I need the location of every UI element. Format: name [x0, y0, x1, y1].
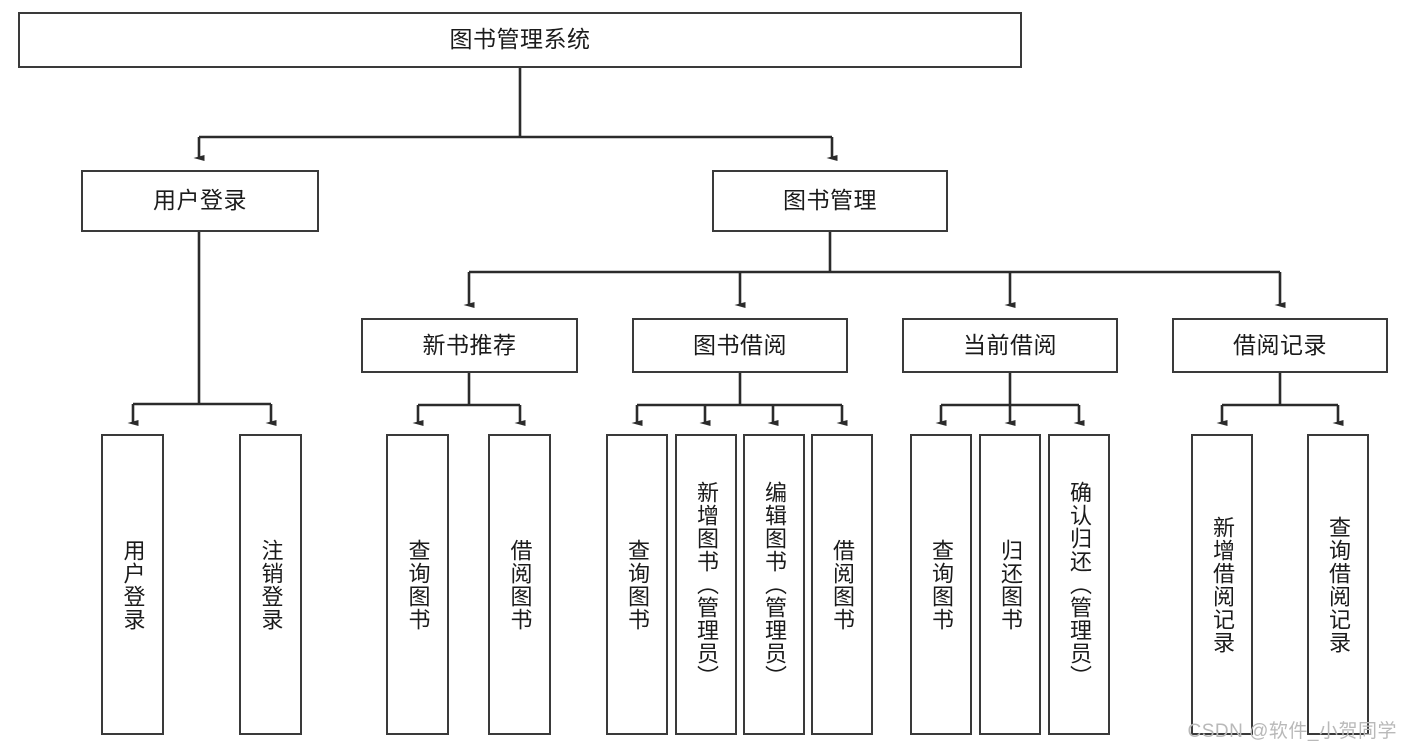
- node-label: 归还图书: [997, 538, 1023, 631]
- leaf-edit-book-admin[interactable]: 编辑图书（管理员）: [743, 434, 805, 735]
- node-label: 图书借阅: [693, 331, 787, 358]
- node-label: 借阅图书: [507, 538, 533, 631]
- node-book-manage[interactable]: 图书管理: [712, 170, 948, 232]
- leaf-query-book-recommend[interactable]: 查询图书: [386, 434, 449, 735]
- csdn-watermark: CSDN @软件_小贺同学: [1187, 721, 1397, 742]
- leaf-add-borrow-record[interactable]: 新增借阅记录: [1191, 434, 1253, 735]
- node-label: 查询借阅记录: [1325, 515, 1351, 654]
- leaf-query-book-borrow[interactable]: 查询图书: [606, 434, 668, 735]
- leaf-borrow-book[interactable]: 借阅图书: [811, 434, 873, 735]
- node-current-borrow[interactable]: 当前借阅: [902, 318, 1118, 373]
- node-book-borrow[interactable]: 图书借阅: [632, 318, 848, 373]
- leaf-confirm-return-admin[interactable]: 确认归还（管理员）: [1048, 434, 1110, 735]
- node-label: 查询图书: [405, 538, 431, 631]
- node-label: 注销登录: [258, 538, 284, 631]
- leaf-add-book-admin[interactable]: 新增图书（管理员）: [675, 434, 737, 735]
- node-label: 图书管理: [783, 187, 877, 214]
- node-borrow-record[interactable]: 借阅记录: [1172, 318, 1388, 373]
- node-label: 编辑图书（管理员）: [761, 481, 787, 688]
- node-label: 查询图书: [928, 538, 954, 631]
- node-user-login[interactable]: 用户登录: [81, 170, 319, 232]
- node-label: 图书管理系统: [449, 26, 591, 53]
- leaf-logout-login[interactable]: 注销登录: [239, 434, 302, 735]
- node-label: 确认归还（管理员）: [1066, 481, 1092, 688]
- leaf-borrow-book-recommend[interactable]: 借阅图书: [488, 434, 551, 735]
- node-label: 新增图书（管理员）: [693, 481, 719, 688]
- node-label: 借阅图书: [829, 538, 855, 631]
- leaf-user-login[interactable]: 用户登录: [101, 434, 164, 735]
- node-new-book-recommend[interactable]: 新书推荐: [361, 318, 578, 373]
- leaf-query-book-current[interactable]: 查询图书: [910, 434, 972, 735]
- node-label: 借阅记录: [1233, 331, 1327, 358]
- node-label: 当前借阅: [963, 331, 1057, 358]
- node-root-system[interactable]: 图书管理系统: [18, 12, 1022, 68]
- node-label: 用户登录: [153, 187, 247, 214]
- leaf-return-book[interactable]: 归还图书: [979, 434, 1041, 735]
- node-label: 查询图书: [624, 538, 650, 631]
- node-label: 新书推荐: [422, 331, 517, 358]
- leaf-query-borrow-record[interactable]: 查询借阅记录: [1307, 434, 1369, 735]
- node-label: 新增借阅记录: [1209, 515, 1235, 654]
- node-label: 用户登录: [120, 538, 146, 631]
